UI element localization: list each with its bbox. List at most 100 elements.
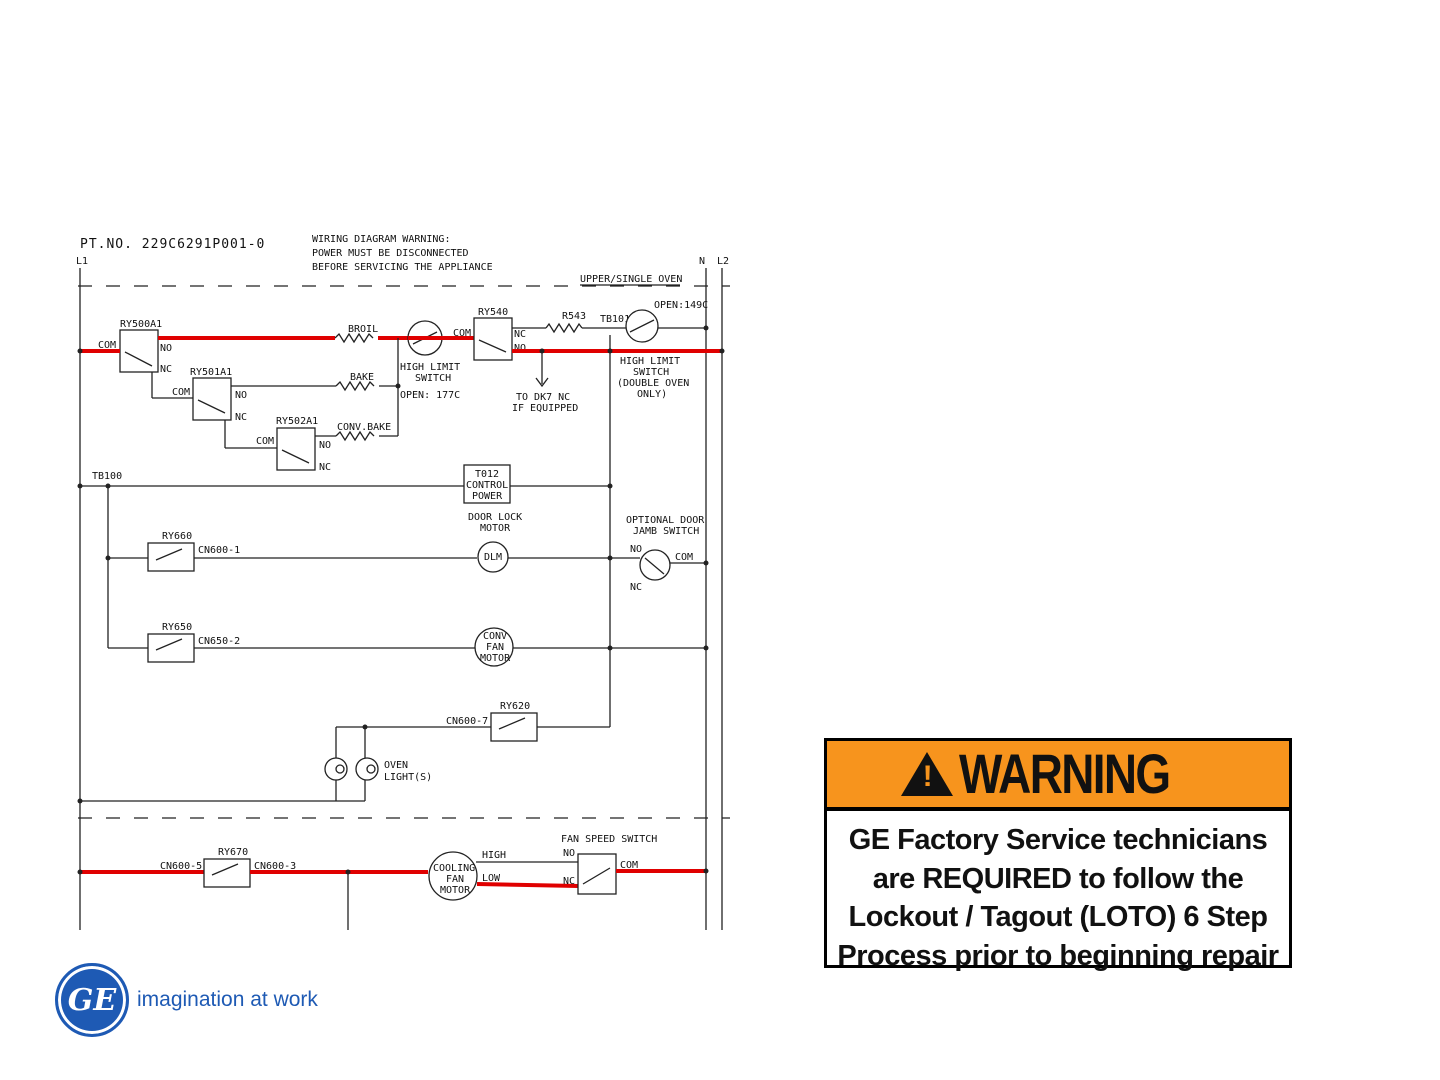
ry670-label: RY670: [218, 847, 248, 858]
svg-text:T012: T012: [475, 469, 499, 480]
part-number: PT.NO. 229C6291P001-0: [80, 237, 265, 252]
ry540-relay: [473, 317, 513, 361]
ry500-relay: [119, 329, 159, 373]
broil-element: [334, 332, 374, 344]
cooling-fan-motor: [428, 851, 478, 901]
diagram-warning-line2: POWER MUST BE DISCONNECTED: [312, 248, 469, 259]
svg-text:FAN: FAN: [446, 874, 464, 885]
svg-text:COM: COM: [620, 860, 638, 871]
svg-text:HIGH LIMIT: HIGH LIMIT: [400, 362, 460, 373]
svg-text:(DOUBLE OVEN: (DOUBLE OVEN: [617, 378, 689, 389]
svg-text:MOTOR: MOTOR: [480, 523, 511, 534]
svg-text:BAKE: BAKE: [350, 372, 374, 383]
svg-text:NO: NO: [235, 390, 247, 401]
ry620-relay: [490, 712, 538, 742]
svg-text:CONTROL: CONTROL: [466, 480, 508, 491]
svg-text:COM: COM: [172, 387, 190, 398]
svg-text:HIGH LIMIT: HIGH LIMIT: [620, 356, 680, 367]
ry660-relay: [147, 542, 195, 572]
svg-text:OVEN: OVEN: [384, 760, 408, 771]
diagram-warning-line3: BEFORE SERVICING THE APPLIANCE: [312, 262, 493, 273]
svg-text:COOLING: COOLING: [433, 863, 475, 874]
svg-text:MOTOR: MOTOR: [440, 885, 471, 896]
ry500-label: RY500A1: [120, 319, 162, 330]
svg-text:NC: NC: [563, 876, 575, 887]
svg-text:NO: NO: [563, 848, 575, 859]
ge-logo: GE imagination at work: [55, 963, 318, 1037]
warning-header: ! WARNING: [827, 741, 1289, 811]
ry620-label: RY620: [500, 701, 530, 712]
bake-element: [335, 380, 375, 392]
ry502-label: RY502A1: [276, 416, 318, 427]
svg-text:SWITCH: SWITCH: [633, 367, 669, 378]
ry650-label: RY650: [162, 622, 192, 633]
svg-text:BROIL: BROIL: [348, 324, 378, 335]
svg-text:CN600-5: CN600-5: [160, 861, 202, 872]
svg-text:NO: NO: [319, 440, 331, 451]
svg-text:FAN: FAN: [486, 642, 504, 653]
oven-section-label: UPPER/SINGLE OVEN: [580, 274, 682, 285]
warning-body-text: GE Factory Service technicians are REQUI…: [837, 824, 1279, 972]
svg-text:R543: R543: [562, 311, 586, 322]
fan-speed-switch: [577, 853, 617, 895]
conv-bake-element: [335, 430, 375, 442]
ry670-relay: [203, 858, 251, 888]
ge-monogram-icon: GE: [55, 963, 129, 1037]
svg-text:CN650-2: CN650-2: [198, 636, 240, 647]
svg-text:FAN SPEED SWITCH: FAN SPEED SWITCH: [561, 834, 657, 845]
svg-text:CN600-1: CN600-1: [198, 545, 240, 556]
r543-resistor: [545, 322, 583, 334]
conv-fan-motor: [474, 627, 514, 667]
svg-text:COM: COM: [453, 328, 471, 339]
svg-text:DOOR LOCK: DOOR LOCK: [468, 512, 522, 523]
svg-text:OPTIONAL DOOR: OPTIONAL DOOR: [626, 515, 705, 526]
svg-text:NC: NC: [514, 329, 526, 340]
svg-text:POWER: POWER: [472, 491, 503, 502]
wiring-diagram: PT.NO. 229C6291P001-0 WIRING DIAGRAM WAR…: [76, 234, 730, 930]
door-lock-motor: [477, 541, 509, 573]
t012-control-power: [463, 464, 511, 504]
svg-text:TO DK7 NC: TO DK7 NC: [516, 392, 570, 403]
svg-text:NC: NC: [235, 412, 247, 423]
ry660-label: RY660: [162, 531, 192, 542]
svg-text:OPEN: 177C: OPEN: 177C: [400, 390, 460, 401]
svg-text:MOTOR: MOTOR: [480, 653, 511, 664]
ry502-relay: [276, 427, 316, 471]
ry540-label: RY540: [478, 307, 508, 318]
svg-text:NC: NC: [160, 364, 172, 375]
diagram-warning-line1: WIRING DIAGRAM WARNING:: [312, 234, 450, 245]
svg-text:TB101: TB101: [600, 314, 630, 325]
svg-text:NC: NC: [319, 462, 331, 473]
svg-text:ONLY): ONLY): [637, 389, 667, 400]
svg-text:CONV.BAKE: CONV.BAKE: [337, 422, 391, 433]
svg-text:COM: COM: [98, 340, 116, 351]
l1-label: L1: [76, 256, 88, 267]
svg-text:NO: NO: [160, 343, 172, 354]
ry501-relay: [192, 377, 232, 421]
loto-warning-label: ! WARNING GE Factory Service technicians…: [824, 738, 1292, 972]
l2-label: L2: [717, 256, 729, 267]
n-label: N: [699, 256, 705, 267]
svg-text:CN600-7: CN600-7: [446, 716, 488, 727]
ry650-relay: [147, 633, 195, 663]
svg-text:COM: COM: [675, 552, 693, 563]
svg-text:NO: NO: [630, 544, 642, 555]
svg-text:SWITCH: SWITCH: [415, 373, 451, 384]
svg-text:COM: COM: [256, 436, 274, 447]
svg-text:NO: NO: [514, 343, 526, 354]
warning-title: WARNING: [958, 742, 1171, 805]
svg-text:OPEN:149C: OPEN:149C: [654, 300, 708, 311]
svg-text:TB100: TB100: [92, 471, 122, 482]
svg-text:CN600-3: CN600-3: [254, 861, 296, 872]
svg-text:NC: NC: [630, 582, 642, 593]
ry501-label: RY501A1: [190, 367, 232, 378]
warning-triangle-icon: !: [900, 752, 953, 796]
svg-text:LIGHT(S): LIGHT(S): [384, 772, 432, 783]
door-jamb-switch: [639, 549, 671, 581]
svg-text:JAMB SWITCH: JAMB SWITCH: [633, 526, 699, 537]
svg-text:IF EQUIPPED: IF EQUIPPED: [512, 403, 578, 414]
svg-text:LOW: LOW: [482, 873, 501, 884]
ge-tagline: imagination at work: [137, 988, 318, 1011]
svg-text:DLM: DLM: [484, 552, 502, 563]
svg-text:HIGH: HIGH: [482, 850, 506, 861]
